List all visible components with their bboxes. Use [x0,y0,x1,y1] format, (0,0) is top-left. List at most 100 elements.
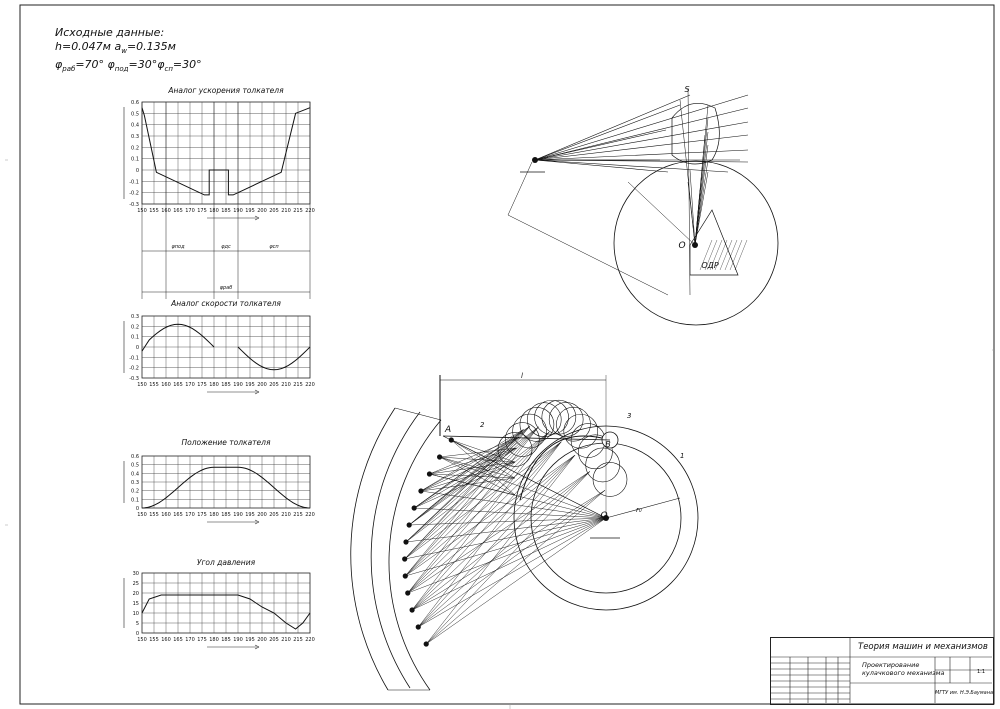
kinematic-profile [671,102,720,165]
follower-line [534,107,749,161]
label-b: B [605,440,611,449]
follower-line [534,149,749,161]
velocity-ray [694,144,709,246]
x-tick-label: 180 [209,512,219,518]
r0-line [605,497,681,519]
rocker-position [405,454,576,577]
odr-region [689,209,739,276]
follower-line [534,94,749,161]
hatch [729,239,743,271]
rocker-position [409,429,524,526]
x-tick-label: 190 [233,512,243,518]
y-tick-label: 0.5 [131,111,139,117]
y-tick-label: 15 [133,601,139,607]
initial-data-line2: φраб=70° φпод=30°φсп=30° [55,58,202,74]
rocker-position [409,426,539,526]
a-o-line [442,435,607,519]
y-tick-label: 0.5 [131,463,139,469]
rocker-position [426,454,576,645]
rocker-position [411,454,576,611]
x-tick-label: 200 [257,208,267,214]
rocker-position [404,429,524,560]
x-tick-label: 170 [185,512,195,518]
rocker-position [405,426,539,577]
rocker-position [409,436,520,526]
label-odr: ОДР [701,261,719,270]
rocker-position [407,454,576,594]
phase-work-label: φраб [220,285,233,291]
x-tick-label: 165 [173,637,183,643]
roller-circle [534,399,569,435]
base-circle [613,160,779,326]
follower-line [534,104,681,161]
x-tick-label: 160 [161,512,171,518]
rocker-position [407,441,562,594]
follower-line [534,129,667,161]
label-3: 3 [627,412,631,420]
position-curve [141,466,311,509]
label-s: S [684,85,689,94]
x-tick-label: 180 [209,637,219,643]
arrow-head [254,519,260,523]
rocker-position [420,429,524,492]
x-tick-label: 175 [197,208,207,214]
center-line [404,517,607,560]
y-tick-label: 0 [136,506,139,512]
rocker-position [418,471,590,628]
x-tick-label: 155 [149,208,159,214]
y-tick-label: 0.6 [131,454,139,460]
y-tick-label: -0.3 [129,376,139,382]
label-l: l [521,372,523,380]
follower-line [534,159,669,173]
arrow-head [254,646,260,650]
x-tick-label: 215 [293,208,303,214]
x-tick-label: 175 [197,512,207,518]
y-tick-label: 0.3 [131,480,139,486]
x-tick-label: 185 [221,382,231,388]
roller-circle [519,407,555,442]
rocker-position [426,471,590,645]
hatch [709,239,723,271]
x-tick-label: 150 [137,637,147,643]
roller-circle [497,432,533,467]
velocity-curve-rise [141,323,215,352]
arc-mid [370,411,421,689]
x-tick-label: 175 [197,382,207,388]
roller-circle [505,422,540,457]
rocker-position [405,425,531,543]
center-line [405,517,607,577]
x-tick-label: 155 [149,512,159,518]
center-line [426,517,607,645]
roller-circle [526,402,562,438]
arrow-head [254,215,260,219]
x-tick-label: 220 [305,637,315,643]
x-tick-label: 195 [245,382,255,388]
x-tick-label: 200 [257,637,267,643]
rocker-position [418,454,576,628]
graph-title: Аналог ускорения толкателя [167,86,284,95]
y-tick-label: 0.4 [131,123,139,129]
y-tick-label: 0.6 [131,100,139,106]
arc-cap [394,407,442,421]
organization: МГТУ им. Н.Э.Баумана [935,690,994,696]
hatch [724,239,738,271]
rocker-position [404,425,531,560]
rocker-position [405,426,539,543]
x-tick-label: 190 [233,382,243,388]
x-tick-label: 200 [257,512,267,518]
x-tick-label: 150 [137,512,147,518]
x-tick-label: 210 [281,382,291,388]
x-tick-label: 195 [245,512,255,518]
rocker-position [407,426,539,594]
y-tick-label: -0.3 [129,202,139,208]
x-tick-label: 160 [161,637,171,643]
rocker-position [418,490,606,628]
discipline-title: Теория машин и механизмов [858,642,988,652]
x-tick-label: 150 [137,382,147,388]
arrow-head [254,217,260,221]
document-title: Проектирование кулачкового механизма [862,661,945,677]
dim-line [507,214,669,296]
roller-circle [512,413,547,449]
y-tick-label: 0.3 [131,314,139,320]
